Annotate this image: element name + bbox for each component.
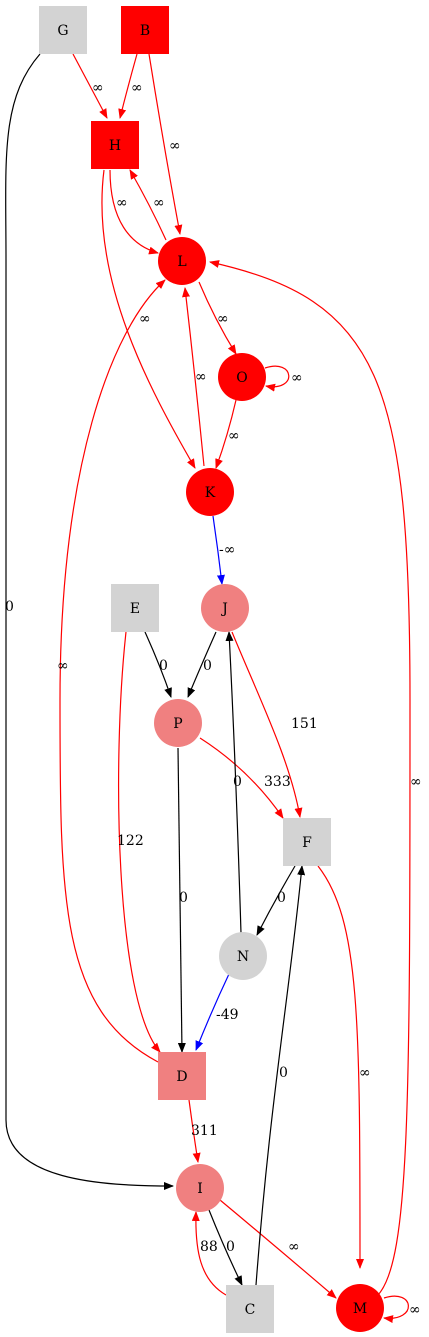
node-F: F	[283, 818, 331, 866]
node-P: P	[154, 699, 202, 747]
edge-labels: ∞ 0 ∞ ∞ ∞ ∞ ∞ ∞ ∞ ∞ ∞ -∞ 0 122 0 151 333…	[5, 80, 422, 1318]
node-G: G	[39, 6, 87, 54]
edge-L-O	[198, 281, 237, 355]
edge-label-K-J: -∞	[219, 542, 235, 558]
edge-label-G-I: 0	[5, 599, 14, 615]
node-label-C: C	[245, 1302, 256, 1318]
edge-label-E-P: 0	[159, 658, 168, 674]
node-label-K: K	[205, 485, 216, 501]
edge-label-F-N: 0	[277, 890, 286, 906]
node-label-L: L	[177, 254, 186, 270]
edge-K-L	[182, 287, 205, 467]
node-label-B: B	[140, 23, 150, 39]
node-label-M: M	[353, 1301, 367, 1317]
edge-label-M-L: ∞	[410, 774, 422, 790]
node-D: D	[158, 1052, 206, 1100]
edge-label-M-M: ∞	[409, 1302, 421, 1318]
edge-label-L-O: ∞	[217, 311, 229, 327]
edge-label-O-O: ∞	[291, 370, 303, 386]
edge-K-J	[212, 515, 225, 585]
node-B: B	[121, 6, 169, 54]
edge-B-L	[148, 53, 183, 235]
edge-E-D	[117, 631, 161, 1053]
edge-I-M	[219, 1199, 337, 1299]
edge-label-C-F: 0	[279, 1065, 288, 1081]
edge-G-I	[5, 53, 174, 1190]
node-L: L	[158, 237, 206, 285]
node-label-I: I	[197, 1181, 203, 1197]
edge-P-F	[199, 737, 284, 819]
edge-label-P-D: 0	[179, 890, 188, 906]
node-H: H	[91, 121, 139, 169]
edge-label-P-F: 333	[264, 774, 291, 790]
node-label-F: F	[302, 835, 312, 851]
node-M: M	[336, 1284, 384, 1332]
node-label-P: P	[173, 716, 182, 732]
node-J: J	[201, 584, 249, 632]
edge-label-L-H: ∞	[153, 195, 165, 211]
node-O: O	[218, 353, 266, 401]
edge-M-L	[209, 260, 411, 1296]
edge-label-G-H: ∞	[92, 80, 104, 96]
node-C: C	[226, 1285, 274, 1333]
edge-label-B-L: ∞	[169, 138, 181, 154]
edge-D-L	[59, 279, 166, 1063]
edge-label-H-K: ∞	[139, 311, 151, 327]
edge-label-J-P: 0	[203, 658, 212, 674]
edge-label-D-L: ∞	[57, 658, 69, 674]
edge-label-J-F: 151	[291, 716, 318, 732]
node-label-G: G	[57, 23, 68, 39]
node-label-J: J	[220, 601, 228, 617]
edge-F-M	[317, 865, 364, 1269]
edge-label-D-I: 311	[191, 1123, 218, 1139]
edge-label-I-M: ∞	[288, 1239, 300, 1255]
edge-I-C	[208, 1209, 243, 1286]
edge-C-F	[255, 865, 306, 1286]
edge-P-D	[177, 747, 186, 1053]
node-label-H: H	[109, 138, 121, 154]
edge-E-P	[144, 631, 172, 698]
edge-O-K	[215, 399, 237, 469]
edge-C-I	[191, 1211, 227, 1296]
edge-N-J	[225, 631, 242, 934]
edge-label-N-J: 0	[233, 774, 242, 790]
node-label-N: N	[237, 949, 249, 965]
edge-label-H-L: ∞	[116, 195, 128, 211]
edge-label-O-K: ∞	[228, 428, 240, 444]
edge-L-H	[129, 169, 167, 241]
node-I: I	[176, 1164, 224, 1212]
node-label-O: O	[236, 370, 247, 386]
node-E: E	[111, 584, 159, 632]
edge-M-M	[383, 1295, 409, 1324]
edge-J-P	[187, 631, 217, 698]
nodes: G B H L O K E J	[39, 6, 384, 1333]
edge-label-N-D: -49	[216, 1007, 239, 1023]
edge-G-H	[72, 53, 108, 119]
edge-J-F	[231, 631, 303, 818]
edge-H-L	[109, 169, 159, 255]
edge-B-H	[118, 53, 138, 119]
edge-label-C-I: 88	[200, 1239, 218, 1255]
node-label-D: D	[176, 1069, 187, 1085]
edges	[5, 53, 411, 1324]
node-label-E: E	[130, 601, 140, 617]
edge-label-B-H: ∞	[131, 80, 143, 96]
edge-label-F-M: ∞	[359, 1065, 371, 1081]
edge-N-D	[195, 973, 230, 1051]
edge-O-O	[264, 365, 290, 392]
edge-F-N	[256, 865, 296, 936]
edge-label-E-D: 122	[117, 833, 144, 849]
edge-label-I-C: 0	[226, 1239, 235, 1255]
node-K: K	[186, 468, 234, 516]
edge-label-K-L: ∞	[195, 369, 207, 385]
node-N: N	[219, 932, 267, 980]
edge-D-I	[188, 1099, 201, 1163]
